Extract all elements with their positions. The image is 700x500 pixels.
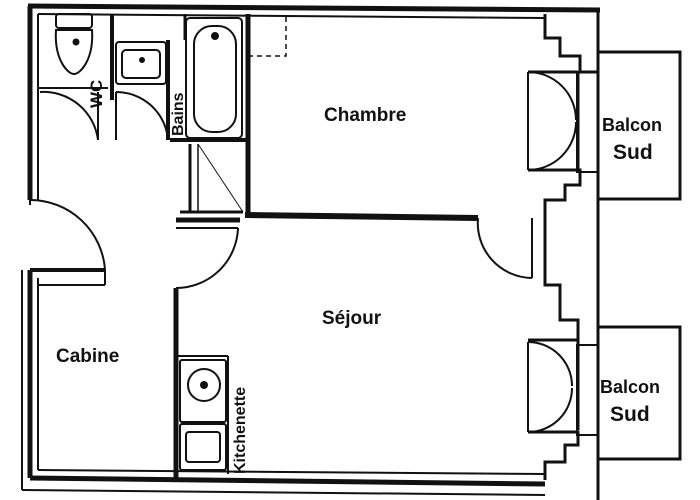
sink-icon bbox=[115, 41, 167, 85]
balcony-1-label-line2: Sud bbox=[613, 141, 653, 164]
room-label-wc: WC bbox=[87, 80, 106, 108]
bath-dashed-line bbox=[248, 16, 287, 57]
kitchen-counter-icon bbox=[179, 423, 227, 471]
room-label-chambre: Chambre bbox=[324, 105, 406, 126]
balcony-2-label-line1: Balcon bbox=[600, 377, 660, 397]
balcony-2 bbox=[576, 325, 682, 461]
room-label-cabine: Cabine bbox=[56, 346, 119, 367]
balcony-2-label-line2: Sud bbox=[610, 403, 650, 426]
outer-walls bbox=[27, 3, 601, 487]
room-label-kitchenette: Kitchenette bbox=[232, 387, 249, 474]
right-facade bbox=[528, 8, 600, 500]
room-label-sejour: Séjour bbox=[322, 308, 382, 329]
interior-walls bbox=[30, 14, 479, 478]
room-label-bains: Bains bbox=[170, 92, 187, 136]
doors bbox=[29, 71, 577, 433]
outer-wall-inner-lines bbox=[21, 13, 546, 496]
wc-toilet-icon bbox=[54, 13, 94, 76]
bathtub-icon bbox=[185, 17, 243, 139]
kitchen-sink-icon bbox=[179, 359, 227, 423]
balcony-1-label-line1: Balcon bbox=[602, 115, 662, 135]
